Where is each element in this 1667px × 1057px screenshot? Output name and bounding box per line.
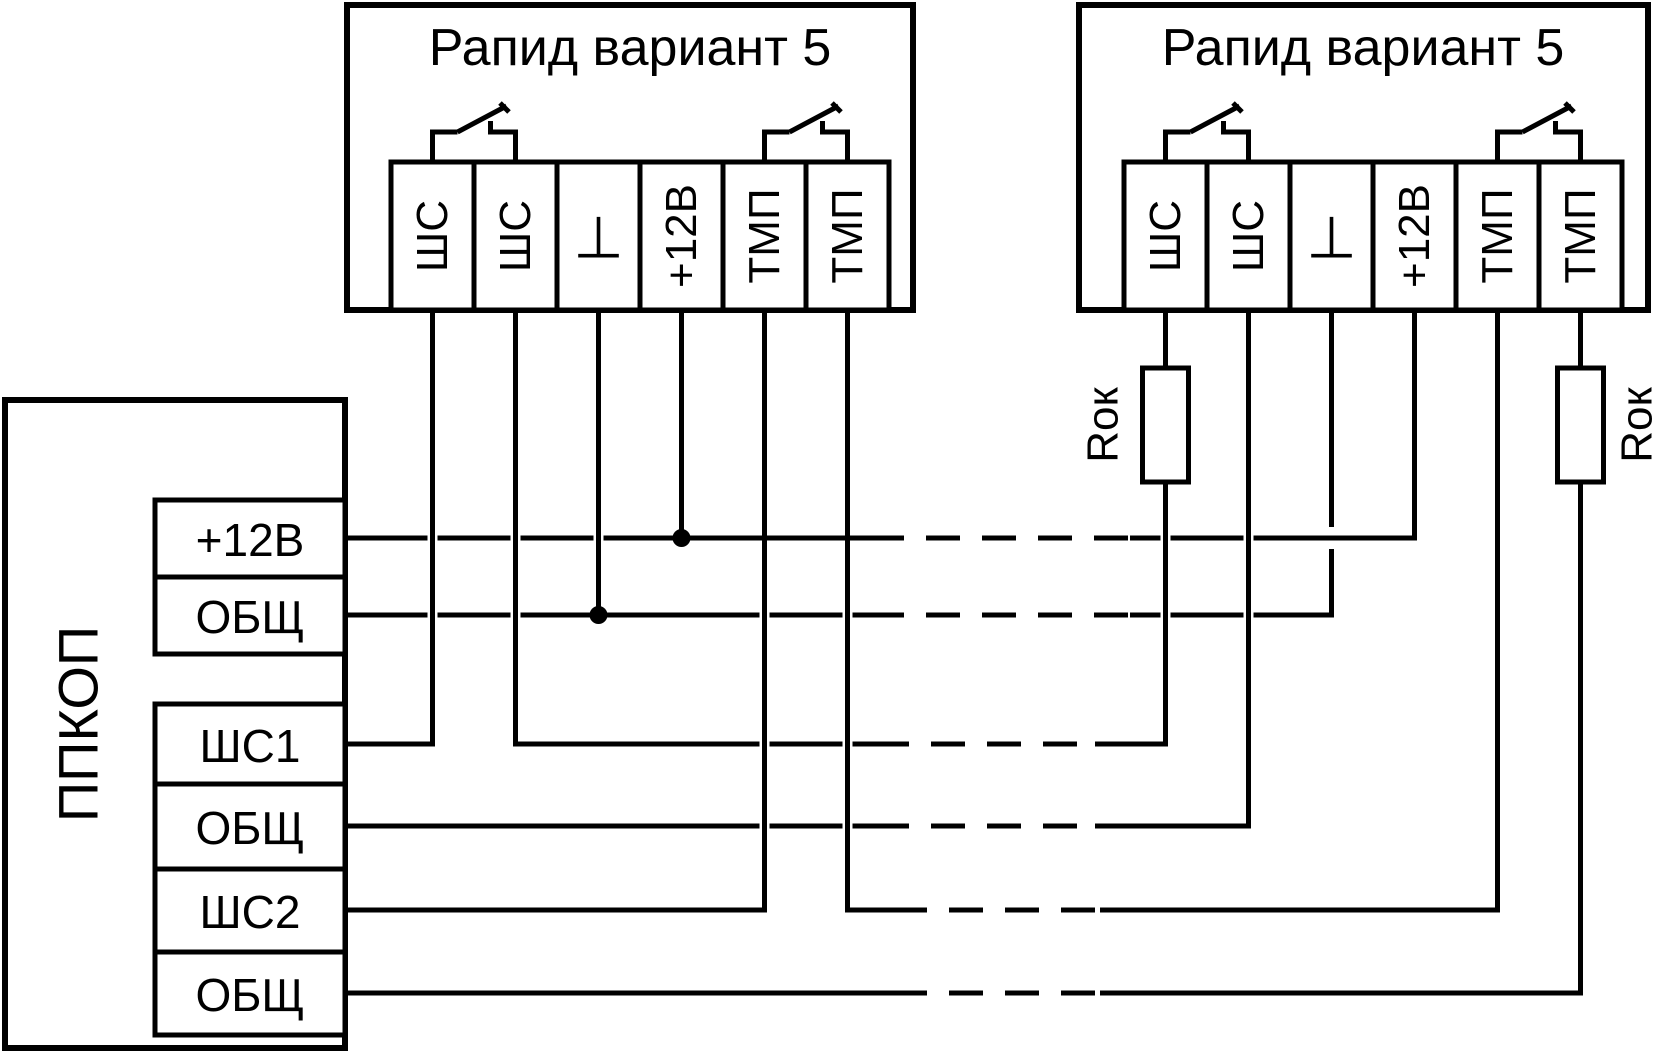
device-1-terminal-ground-icon: ⊥ bbox=[573, 206, 624, 271]
device-1-shs-switch-icon bbox=[430, 101, 518, 162]
wire-shs2-solid bbox=[345, 310, 1500, 913]
resistor-left-icon bbox=[1140, 365, 1191, 485]
device-2-title: Рапид вариант 5 bbox=[1162, 19, 1565, 77]
panel-terminal-plus12v: +12В bbox=[196, 514, 305, 566]
device-2-terminal-tmp-b: ТМП bbox=[1556, 188, 1605, 283]
resistors: Rок Rок bbox=[1079, 365, 1662, 485]
control-panel: ППКОП +12В ОБЩ ШС1 ОБЩ ШС2 ОБЩ bbox=[2, 397, 348, 1051]
device-1-terminal-dividers bbox=[471, 162, 809, 310]
wiring bbox=[345, 310, 1583, 996]
device-1: Рапид вариант 5 ШС ШС ⊥ +12В ТМП ТМП bbox=[344, 2, 916, 313]
panel-terminal-common3: ОБЩ bbox=[195, 969, 304, 1021]
panel-terminal-common1: ОБЩ bbox=[195, 591, 304, 643]
device-1-title: Рапид вариант 5 bbox=[429, 19, 832, 77]
panel-terminal-common2: ОБЩ bbox=[195, 802, 304, 854]
control-panel-label: ППКОП bbox=[47, 626, 110, 822]
device-1-terminal-tmp-b: ТМП bbox=[823, 188, 872, 283]
device-2-terminal-shs-b: ШС bbox=[1224, 200, 1273, 272]
wire-common3-solid bbox=[345, 310, 1583, 996]
device-2-shs-switch-icon bbox=[1163, 101, 1251, 162]
device-2-terminal-tmp-a: ТМП bbox=[1473, 188, 1522, 283]
panel-terminal-shs2: ШС2 bbox=[200, 886, 301, 938]
device-1-terminal-plus12v: +12В bbox=[657, 184, 706, 288]
junction-dot-plus12v bbox=[672, 529, 691, 547]
resistor-left-label: Rок bbox=[1079, 387, 1128, 463]
device-1-terminal-shs-a: ШС bbox=[408, 200, 457, 272]
device-2-terminal-ground-icon: ⊥ bbox=[1306, 206, 1357, 271]
wire-plus12v-solid bbox=[345, 310, 1417, 541]
device-2-terminal-shs-a: ШС bbox=[1141, 200, 1190, 272]
wire-common-solid bbox=[345, 310, 1334, 618]
wire-shs1-solid bbox=[345, 310, 1168, 747]
panel-block-dividers bbox=[155, 781, 345, 955]
device-2-terminal-plus12v: +12В bbox=[1390, 184, 1439, 288]
device-2: Рапид вариант 5 ШС ШС ⊥ +12В ТМП ТМП bbox=[1076, 2, 1651, 313]
device-2-terminal-dividers bbox=[1204, 162, 1542, 310]
wire-common2-solid bbox=[345, 310, 1251, 829]
panel-terminal-shs1: ШС1 bbox=[200, 720, 301, 772]
device-2-tmp-switch-icon bbox=[1495, 101, 1583, 162]
device-1-terminal-shs-b: ШС bbox=[491, 200, 540, 272]
resistor-right-icon bbox=[1555, 365, 1606, 485]
device-1-tmp-switch-icon bbox=[762, 101, 850, 162]
device-1-terminal-tmp-a: ТМП bbox=[740, 188, 789, 283]
resistor-right-label: Rок bbox=[1613, 387, 1662, 463]
junction-dot-common bbox=[589, 606, 608, 624]
